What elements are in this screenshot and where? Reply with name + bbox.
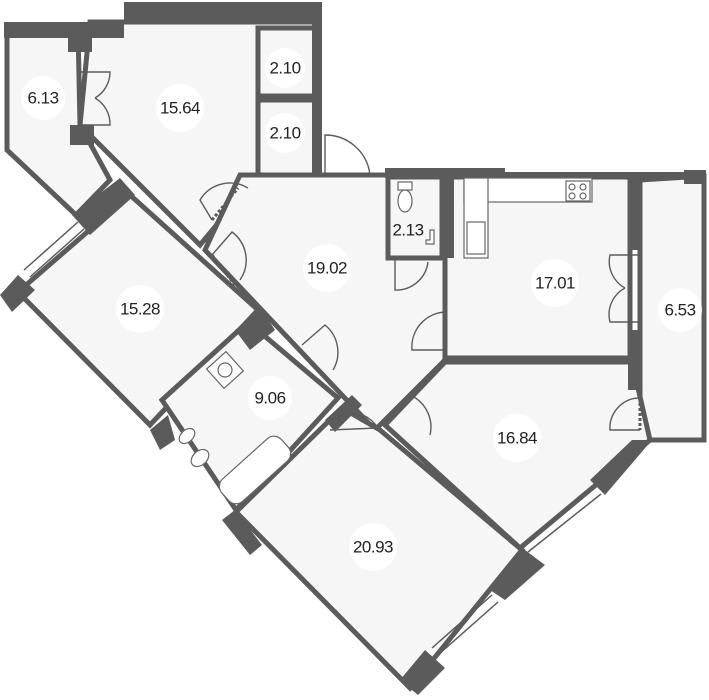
area-label: 19.02 xyxy=(307,258,347,277)
area-label: 15.28 xyxy=(120,299,160,318)
area-label: 20.93 xyxy=(353,537,393,556)
windows xyxy=(23,221,602,656)
toilet-bath-icon xyxy=(178,427,196,445)
area-label: 16.84 xyxy=(497,428,537,447)
area-label: 15.64 xyxy=(160,98,200,117)
basin-icon xyxy=(190,448,210,468)
doors[interactable] xyxy=(78,71,642,436)
area-label: 6.53 xyxy=(664,300,695,319)
area-labels: 6.13 15.64 2.10 2.10 19.02 2.13 17.01 6.… xyxy=(21,48,702,571)
area-label: 2.10 xyxy=(269,58,300,77)
bathtub-icon xyxy=(218,435,292,505)
toilet-icon xyxy=(397,181,413,191)
room-wc[interactable] xyxy=(385,174,445,261)
area-label: 9.06 xyxy=(254,388,285,407)
area-label: 2.10 xyxy=(269,123,300,142)
fixtures xyxy=(178,177,593,505)
area-label: 2.13 xyxy=(392,220,423,239)
sink-icon xyxy=(425,229,435,245)
area-label: 17.01 xyxy=(535,273,575,292)
kitchen-sink-icon xyxy=(466,221,486,255)
area-label: 6.13 xyxy=(27,88,58,107)
